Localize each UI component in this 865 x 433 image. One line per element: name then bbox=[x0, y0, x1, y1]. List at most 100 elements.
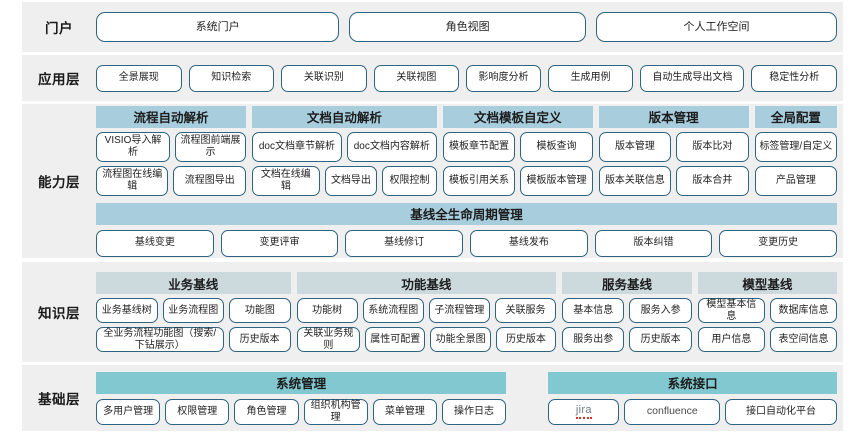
know-item-subprocess-mgmt[interactable]: 子流程管理 bbox=[428, 298, 490, 323]
know-item-service-input-param[interactable]: 服务入参 bbox=[629, 298, 692, 323]
app-item-impact-analysis[interactable]: 影响度分析 bbox=[466, 64, 541, 92]
cap-item-tag-mgmt-custom[interactable]: 标签管理/自定义 bbox=[754, 131, 838, 162]
capability-line: VISIO导入解析 流程图前端展示 bbox=[96, 131, 246, 162]
knowledge-line: 全业务流程功能图（搜索/下钻展示） 历史版本 bbox=[96, 327, 291, 352]
know-item-history-version-business[interactable]: 历史版本 bbox=[228, 327, 291, 352]
base-item-permission-mgmt[interactable]: 权限管理 bbox=[165, 398, 230, 425]
cap-item-doc-online-edit[interactable]: 文档在线编辑 bbox=[251, 165, 320, 196]
baseline-item-release[interactable]: 基线发布 bbox=[470, 229, 588, 257]
cap-item-doc-content-parse[interactable]: doc文档内容解析 bbox=[346, 131, 437, 162]
app-item-relation-view[interactable]: 关联视图 bbox=[373, 64, 460, 92]
know-item-tablespace-info[interactable]: 表空间信息 bbox=[769, 327, 838, 352]
layer-label-application: 应用层 bbox=[38, 72, 80, 87]
portal-button-row: 系统门户 角色视图 个人工作空间 bbox=[96, 12, 837, 42]
infrastructure-group-system-interface: 系统接口 jira confluence 接口自动化平台 bbox=[548, 371, 838, 425]
portal-item-system-portal[interactable]: 系统门户 bbox=[96, 12, 340, 42]
baseline-item-revision[interactable]: 基线修订 bbox=[345, 229, 464, 257]
app-item-generate-case[interactable]: 生成用例 bbox=[547, 64, 634, 92]
capability-group-header-doc-parse: 文档自动解析 bbox=[251, 105, 437, 128]
base-item-org-structure-mgmt[interactable]: 组织机构管理 bbox=[303, 398, 368, 425]
baseline-item-version-correction[interactable]: 版本纠错 bbox=[594, 229, 713, 257]
know-item-full-business-process-function-diagram[interactable]: 全业务流程功能图（搜索/下钻展示） bbox=[96, 327, 224, 352]
cap-item-version-merge[interactable]: 版本合并 bbox=[676, 165, 749, 196]
know-item-user-info[interactable]: 用户信息 bbox=[697, 327, 765, 352]
capability-group-header-doc-template: 文档模板自定义 bbox=[442, 105, 593, 128]
layer-body-application: 全景展现 知识检索 关联识别 关联视图 影响度分析 生成用例 自动生成导出文档 … bbox=[96, 64, 843, 92]
cap-item-visio-import-parse[interactable]: VISIO导入解析 bbox=[96, 131, 171, 162]
cap-item-flowchart-frontend-display[interactable]: 流程图前端展示 bbox=[175, 131, 246, 162]
base-item-menu-mgmt[interactable]: 菜单管理 bbox=[372, 398, 437, 425]
capability-group-container: 流程自动解析 VISIO导入解析 流程图前端展示 流程图在线编辑 流程图导出 文… bbox=[96, 105, 838, 196]
capability-line: 版本管理 版本比对 bbox=[598, 131, 749, 162]
know-item-related-business-rule[interactable]: 关联业务规则 bbox=[296, 327, 361, 352]
cap-item-flowchart-export[interactable]: 流程图导出 bbox=[173, 165, 246, 196]
know-item-history-version-service[interactable]: 历史版本 bbox=[629, 327, 692, 352]
cap-item-template-version-mgmt[interactable]: 模板版本管理 bbox=[520, 165, 593, 196]
cap-item-version-mgmt[interactable]: 版本管理 bbox=[598, 131, 672, 162]
infrastructure-group-system-mgmt: 系统管理 多用户管理 权限管理 角色管理 组织机构管理 菜单管理 操作日志 bbox=[96, 371, 507, 425]
baseline-item-change-review[interactable]: 变更评审 bbox=[220, 229, 339, 257]
know-item-database-info[interactable]: 数据库信息 bbox=[769, 298, 838, 323]
portal-item-role-view[interactable]: 角色视图 bbox=[349, 12, 586, 42]
cap-item-version-relation-info[interactable]: 版本关联信息 bbox=[598, 165, 672, 196]
base-item-role-mgmt[interactable]: 角色管理 bbox=[234, 398, 299, 425]
layer-body-portal: 系统门户 角色视图 个人工作空间 bbox=[96, 12, 843, 42]
capability-line: 模板引用关系 模板版本管理 bbox=[442, 165, 593, 196]
know-item-service-output-param[interactable]: 服务出参 bbox=[562, 327, 625, 352]
know-item-attribute-configurable[interactable]: 属性可配置 bbox=[365, 327, 426, 352]
app-item-panorama[interactable]: 全景展现 bbox=[96, 64, 182, 92]
capability-line: 版本关联信息 版本合并 bbox=[598, 165, 749, 196]
capability-group-header-global-config: 全局配置 bbox=[754, 105, 838, 128]
knowledge-group-container: 业务基线 业务基线树 业务流程图 功能图 全业务流程功能图（搜索/下钻展示） 历… bbox=[96, 272, 838, 352]
app-item-knowledge-search[interactable]: 知识检索 bbox=[188, 64, 275, 92]
know-item-related-service[interactable]: 关联服务 bbox=[494, 298, 557, 323]
baseline-item-change[interactable]: 基线变更 bbox=[96, 229, 214, 257]
know-item-basic-info[interactable]: 基本信息 bbox=[562, 298, 625, 323]
layer-row-capability: 能力层 流程自动解析 VISIO导入解析 流程图前端展示 流程图在线编辑 流程图… bbox=[22, 104, 843, 258]
knowledge-line: 用户信息 表空间信息 bbox=[697, 327, 838, 352]
knowledge-group-business-baseline: 业务基线 业务基线树 业务流程图 功能图 全业务流程功能图（搜索/下钻展示） 历… bbox=[96, 272, 291, 352]
know-item-business-flowchart[interactable]: 业务流程图 bbox=[162, 298, 225, 323]
know-item-history-version-function[interactable]: 历史版本 bbox=[495, 327, 557, 352]
infrastructure-line: 多用户管理 权限管理 角色管理 组织机构管理 菜单管理 操作日志 bbox=[96, 398, 507, 425]
know-item-function-tree[interactable]: 功能树 bbox=[296, 298, 358, 323]
baseline-lifecycle-block: 基线全生命周期管理 基线变更 变更评审 基线修订 基线发布 版本纠错 变更历史 bbox=[96, 202, 838, 257]
portal-item-personal-workspace[interactable]: 个人工作空间 bbox=[595, 12, 837, 42]
base-item-jira[interactable]: jira bbox=[548, 398, 620, 425]
cap-item-flowchart-online-edit[interactable]: 流程图在线编辑 bbox=[96, 165, 169, 196]
application-button-row: 全景展现 知识检索 关联识别 关联视图 影响度分析 生成用例 自动生成导出文档 … bbox=[96, 64, 837, 92]
cap-item-template-reference[interactable]: 模板引用关系 bbox=[442, 165, 516, 196]
layer-body-capability: 流程自动解析 VISIO导入解析 流程图前端展示 流程图在线编辑 流程图导出 文… bbox=[96, 105, 843, 257]
base-item-api-automation-platform[interactable]: 接口自动化平台 bbox=[725, 398, 838, 425]
cap-item-template-chapter-config[interactable]: 模板章节配置 bbox=[442, 131, 516, 162]
infrastructure-group-header-system-mgmt: 系统管理 bbox=[96, 371, 507, 394]
app-item-stability-analysis[interactable]: 稳定性分析 bbox=[751, 64, 837, 92]
app-item-relation-recognition[interactable]: 关联识别 bbox=[281, 64, 367, 92]
cap-item-permission-control[interactable]: 权限控制 bbox=[382, 165, 437, 196]
know-item-function-panorama[interactable]: 功能全景图 bbox=[430, 327, 491, 352]
layer-row-knowledge: 知识层 业务基线 业务基线树 业务流程图 功能图 全业务流程功能图（搜索/下钻展… bbox=[22, 262, 843, 362]
cap-item-version-compare[interactable]: 版本比对 bbox=[676, 131, 749, 162]
cap-item-doc-export[interactable]: 文档导出 bbox=[324, 165, 378, 196]
cap-item-template-query[interactable]: 模板查询 bbox=[520, 131, 593, 162]
base-item-multi-user-mgmt[interactable]: 多用户管理 bbox=[96, 398, 161, 425]
knowledge-line: 关联业务规则 属性可配置 功能全景图 历史版本 bbox=[296, 327, 557, 352]
knowledge-line: 服务出参 历史版本 bbox=[562, 327, 692, 352]
knowledge-line: 业务基线树 业务流程图 功能图 bbox=[96, 298, 291, 323]
know-item-system-flowchart[interactable]: 系统流程图 bbox=[362, 298, 424, 323]
baseline-item-change-history[interactable]: 变更历史 bbox=[719, 229, 838, 257]
cap-item-product-mgmt[interactable]: 产品管理 bbox=[754, 165, 838, 196]
know-item-business-baseline-tree[interactable]: 业务基线树 bbox=[96, 298, 158, 323]
knowledge-group-function-baseline: 功能基线 功能树 系统流程图 子流程管理 关联服务 关联业务规则 属性可配置 功… bbox=[296, 272, 557, 352]
know-item-model-basic-info[interactable]: 模型基本信息 bbox=[697, 298, 765, 323]
app-item-auto-export-doc[interactable]: 自动生成导出文档 bbox=[640, 64, 745, 92]
base-item-operation-log[interactable]: 操作日志 bbox=[441, 398, 507, 425]
infrastructure-group-container: 系统管理 多用户管理 权限管理 角色管理 组织机构管理 菜单管理 操作日志 系统… bbox=[96, 371, 838, 425]
capability-group-version-mgmt: 版本管理 版本管理 版本比对 版本关联信息 版本合并 bbox=[598, 105, 749, 196]
cap-item-doc-chapter-parse[interactable]: doc文档章节解析 bbox=[251, 131, 342, 162]
capability-group-doc-template: 文档模板自定义 模板章节配置 模板查询 模板引用关系 模板版本管理 bbox=[442, 105, 593, 196]
know-item-function-diagram[interactable]: 功能图 bbox=[229, 298, 291, 323]
base-item-confluence[interactable]: confluence bbox=[624, 398, 721, 425]
layer-body-knowledge: 业务基线 业务基线树 业务流程图 功能图 全业务流程功能图（搜索/下钻展示） 历… bbox=[96, 272, 843, 352]
baseline-lifecycle-header: 基线全生命周期管理 bbox=[96, 202, 837, 225]
